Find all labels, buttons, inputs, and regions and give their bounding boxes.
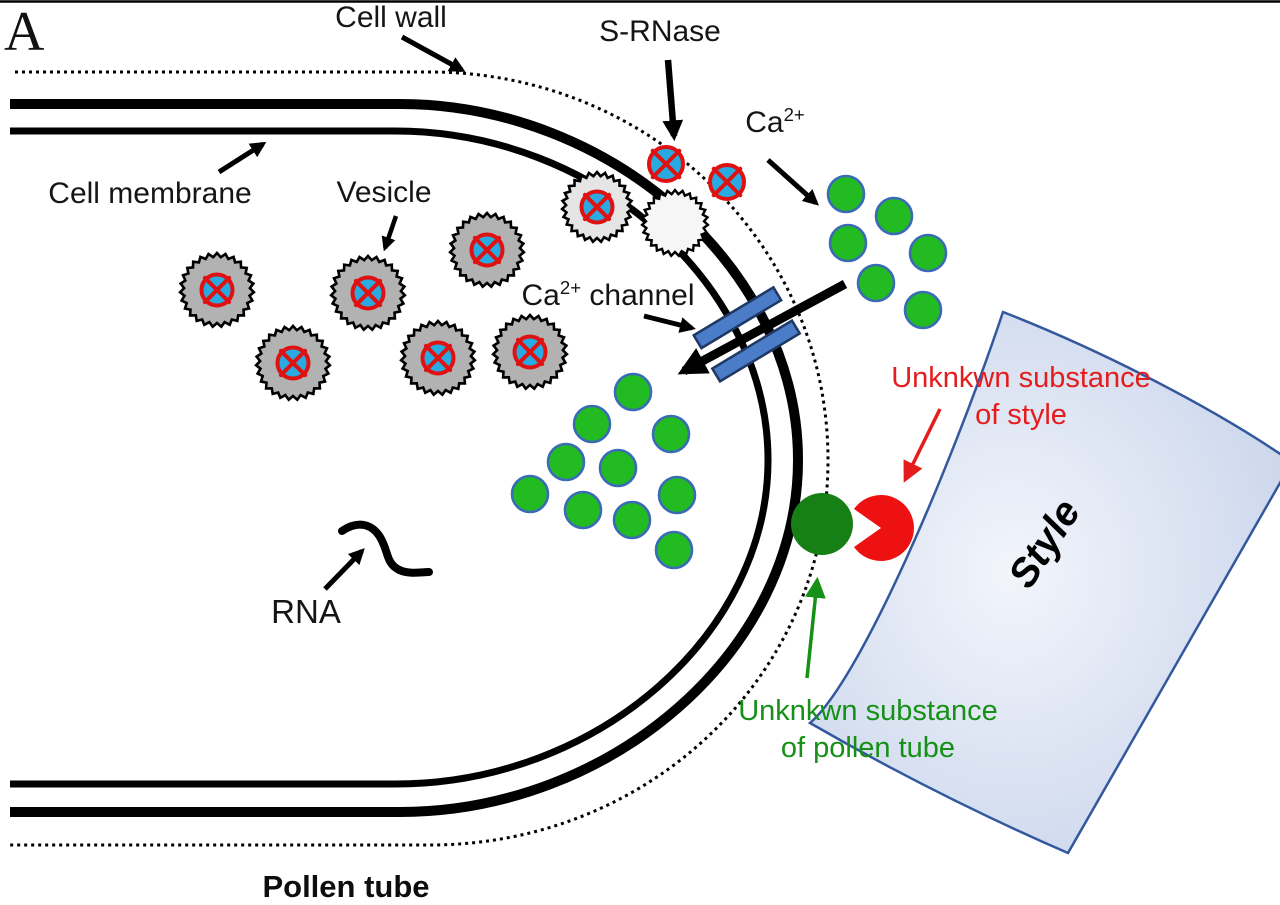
s-rnase-label: S-RNase	[599, 15, 721, 48]
free-srnase-layer	[647, 145, 746, 201]
calcium-ion	[903, 290, 943, 330]
calcium-ion	[613, 372, 653, 412]
unknown-substance-style-label: Unknkwn substance of style	[891, 360, 1151, 434]
s-rnase-glyph	[512, 334, 548, 370]
style-region	[807, 310, 1280, 855]
s-rnase-glyph	[647, 145, 685, 183]
rna-squiggle	[338, 520, 433, 577]
style-substance-arrow	[903, 408, 942, 483]
s-rnase-glyph	[199, 272, 235, 308]
vesicle	[448, 211, 526, 289]
calcium-channel-label-rest: channel	[581, 279, 695, 312]
pollen-tube-substance	[791, 493, 853, 555]
vesicle	[491, 313, 569, 391]
cell-wall-line	[10, 70, 830, 847]
calcium-ion	[598, 448, 638, 488]
panel-label: A	[4, 1, 45, 63]
cell-wall-arrow	[400, 34, 466, 73]
s-rnase-glyph	[420, 340, 456, 376]
vesicle-arrow	[381, 215, 399, 252]
calcium-ion	[612, 500, 652, 540]
calcium-ion	[908, 233, 948, 273]
vesicle	[399, 319, 477, 397]
rna-arrow	[323, 548, 365, 591]
calcium-ion	[572, 404, 612, 444]
calcium-ion	[563, 490, 603, 530]
calcium-ion	[657, 475, 697, 515]
cell-membrane-arrow	[217, 141, 267, 175]
unknown-substance-pollen-line2: of pollen tube	[780, 732, 956, 764]
calcium-influx-arrow	[677, 280, 848, 375]
rna-label: RNA	[271, 593, 341, 630]
vesicle	[178, 251, 256, 329]
calcium-channel-bar	[691, 285, 783, 350]
calcium-ion	[828, 223, 868, 263]
s-rnase-glyph	[469, 232, 505, 268]
calcium-arrow	[766, 158, 819, 206]
vesicle	[254, 324, 332, 402]
calcium-ion	[654, 530, 694, 570]
style-substance	[854, 495, 914, 561]
pollen-substance-arrow	[804, 576, 826, 679]
s-rnase-glyph	[708, 163, 746, 201]
s-rnase-glyph	[579, 189, 615, 225]
calcium-channel-arrow	[643, 313, 696, 333]
calcium-ion	[546, 442, 586, 482]
calcium-ion	[826, 174, 866, 214]
calcium-ion	[874, 196, 914, 236]
s-rnase-arrow	[662, 59, 684, 142]
calcium-ion	[856, 263, 896, 303]
calcium-ion	[510, 474, 550, 514]
vesicles-layer	[178, 170, 710, 402]
cell-wall-label: Cell wall	[335, 1, 447, 34]
calcium-label-base: Ca	[745, 106, 784, 139]
calcium-channel-label-base: Ca	[521, 279, 560, 312]
vesicle	[640, 188, 710, 258]
calcium-ions-layer	[510, 174, 948, 570]
inner-membrane-line	[10, 127, 772, 788]
vesicle-label: Vesicle	[336, 176, 432, 209]
calcium-channel-label-sup: 2+	[559, 277, 582, 298]
calcium-ion	[651, 414, 691, 454]
calcium-channel-label: Ca2+ channel	[522, 277, 695, 314]
calcium-label-sup: 2+	[783, 104, 805, 125]
calcium-channel-bar	[710, 318, 802, 384]
unknown-substance-style-line2: of style	[975, 399, 1067, 431]
calcium-label: Ca2+	[745, 104, 805, 141]
s-rnase-glyph	[275, 345, 311, 381]
unknown-substance-style-line1: Unknkwn substance	[891, 362, 1151, 394]
vesicle	[329, 254, 407, 332]
pollen-tube-label: Pollen tube	[262, 869, 430, 904]
unknown-substance-pollen-label: Unknkwn substance of pollen tube	[738, 693, 998, 767]
vesicle	[560, 170, 634, 244]
cell-membrane-label: Cell membrane	[48, 177, 252, 210]
s-rnase-glyph	[350, 275, 386, 311]
outer-membrane-line	[10, 99, 804, 817]
unknown-substance-pollen-line1: Unknkwn substance	[738, 695, 998, 727]
